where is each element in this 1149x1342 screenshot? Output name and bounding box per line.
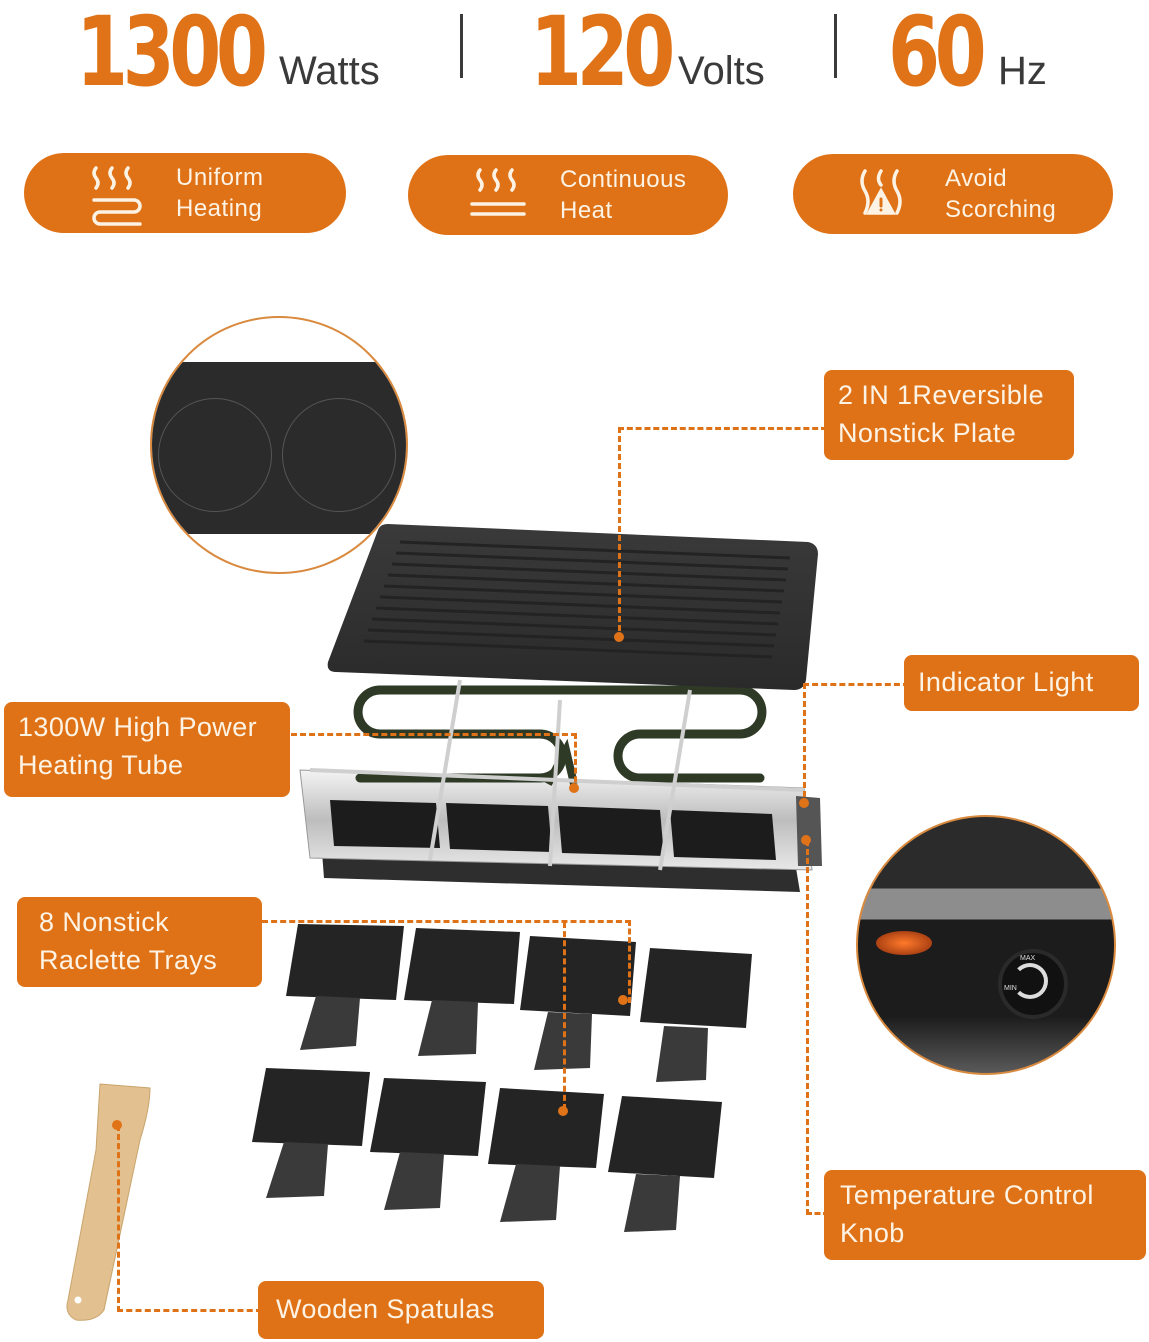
spec-volts: 120 Volts: [530, 0, 765, 100]
callout-text: 2 IN 1Reversible: [838, 380, 1044, 410]
leader-line: [262, 920, 631, 1003]
callout-heating-tube: 1300W High Power Heating Tube: [4, 702, 290, 797]
callout-temperature-knob: Temperature Control Knob: [824, 1170, 1146, 1260]
spec-unit: Watts: [279, 49, 380, 93]
callout-text: Raclette Trays: [39, 945, 218, 975]
callout-text: Wooden Spatulas: [276, 1294, 495, 1324]
callout-text: 8 Nonstick: [39, 907, 170, 937]
temperature-knob[interactable]: MAX MIN: [998, 949, 1068, 1019]
callout-indicator-light: Indicator Light: [904, 655, 1139, 711]
spec-hz: 60 Hz: [888, 0, 1047, 108]
leader-line: [563, 922, 566, 1110]
leader-dot: [569, 783, 579, 793]
callout-text: Indicator Light: [918, 667, 1094, 697]
feature-label: Continuous: [560, 166, 687, 193]
leader-dot: [801, 835, 811, 845]
callout-reversible-plate: 2 IN 1Reversible Nonstick Plate: [824, 370, 1074, 460]
reversible-plate-detail: [150, 316, 408, 574]
feature-label: Scorching: [945, 196, 1057, 223]
continuous-heat-icon: [470, 168, 526, 216]
knob-max-label: MAX: [1020, 955, 1036, 962]
crepe-ring: [282, 398, 396, 512]
callout-text: Temperature Control: [840, 1180, 1094, 1210]
callout-text: 1300W High Power: [18, 712, 258, 742]
control-panel-detail: MAX MIN: [856, 815, 1116, 1075]
callout-text: Heating Tube: [18, 750, 184, 780]
spec-divider: [460, 14, 463, 78]
indicator-light: [876, 931, 932, 955]
uniform-heating-icon: [92, 166, 142, 226]
spec-value: 60: [888, 0, 987, 108]
feature-label: Avoid: [945, 165, 1008, 192]
leader-dot: [558, 1106, 568, 1116]
spec-divider: [834, 14, 837, 78]
leader-line: [117, 1125, 262, 1312]
knob-min-label: MIN: [1004, 985, 1017, 992]
feature-label: Heat: [560, 197, 613, 224]
crepe-ring: [158, 398, 272, 512]
callout-wooden-spatulas: Wooden Spatulas: [258, 1281, 544, 1339]
leader-dot: [614, 632, 624, 642]
avoid-scorching-icon: [860, 169, 902, 215]
spec-unit: Volts: [678, 49, 765, 93]
leader-line: [291, 733, 577, 791]
spec-unit: Hz: [998, 49, 1047, 93]
leader-dot: [799, 798, 809, 808]
leader-line: [806, 840, 829, 1215]
feature-label: Uniform: [176, 164, 264, 191]
leader-line: [618, 427, 827, 640]
leader-dot: [618, 995, 628, 1005]
callout-text: Nonstick Plate: [838, 418, 1017, 448]
callout-text: Knob: [840, 1218, 905, 1248]
leader-line: [803, 683, 909, 806]
leader-dot: [112, 1120, 122, 1130]
callout-raclette-trays: 8 Nonstick Raclette Trays: [17, 897, 262, 987]
feature-label: Heating: [176, 195, 263, 222]
spec-watts: 1300 Watts: [76, 0, 380, 100]
